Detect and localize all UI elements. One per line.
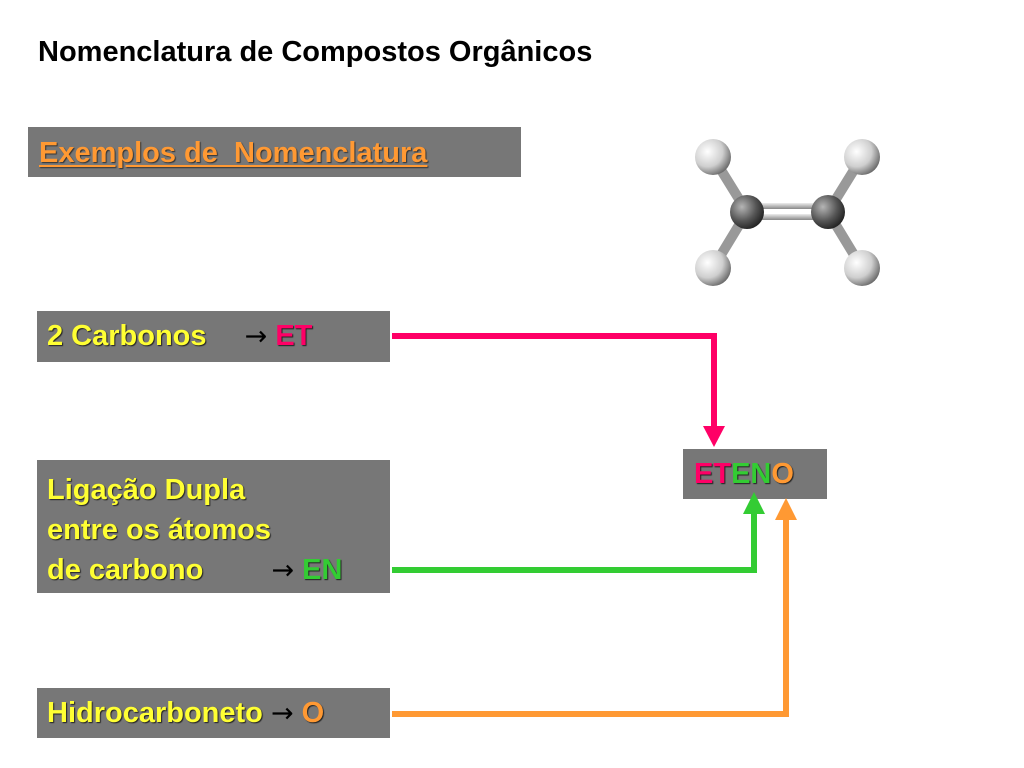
rule-hydrocarbon-suffix: O (301, 697, 325, 729)
rule-hydrocarbon-label: Hidrocarboneto (47, 697, 263, 729)
ethene-molecule-icon (695, 139, 880, 286)
rule-hydrocarbon-box: Hidrocarboneto → O (37, 688, 390, 738)
rule-double-bond-box: Ligação Dupla entre os átomos de carbono… (37, 460, 390, 593)
right-arrow-icon: → (271, 555, 295, 586)
connector-o (392, 498, 797, 717)
subtitle-box: Exemplos de Nomenclatura (28, 127, 521, 177)
right-arrow-icon: → (244, 321, 268, 352)
rule-carbons-suffix: ET (275, 320, 313, 352)
result-part-en: EN (731, 458, 772, 490)
rule-double-bond-line-1: Ligação Dupla (47, 474, 246, 506)
result-part-o: O (771, 458, 794, 490)
rule-carbons-label: 2 Carbonos (47, 320, 207, 352)
rule-double-bond-line-3: de carbono (47, 554, 204, 586)
subtitle: Exemplos de Nomenclatura (39, 137, 428, 169)
connector-en (392, 492, 765, 573)
rule-double-bond-line-2: entre os átomos (47, 514, 271, 546)
rule-carbons-box: 2 Carbonos → ET (37, 311, 390, 362)
connector-et (392, 333, 725, 447)
result-box: ETENO (683, 449, 827, 499)
rule-double-bond-suffix: EN (302, 554, 343, 586)
right-arrow-icon: → (270, 698, 294, 729)
page-title: Nomenclatura de Compostos Orgânicos (38, 36, 593, 68)
result-part-et: ET (694, 458, 732, 490)
